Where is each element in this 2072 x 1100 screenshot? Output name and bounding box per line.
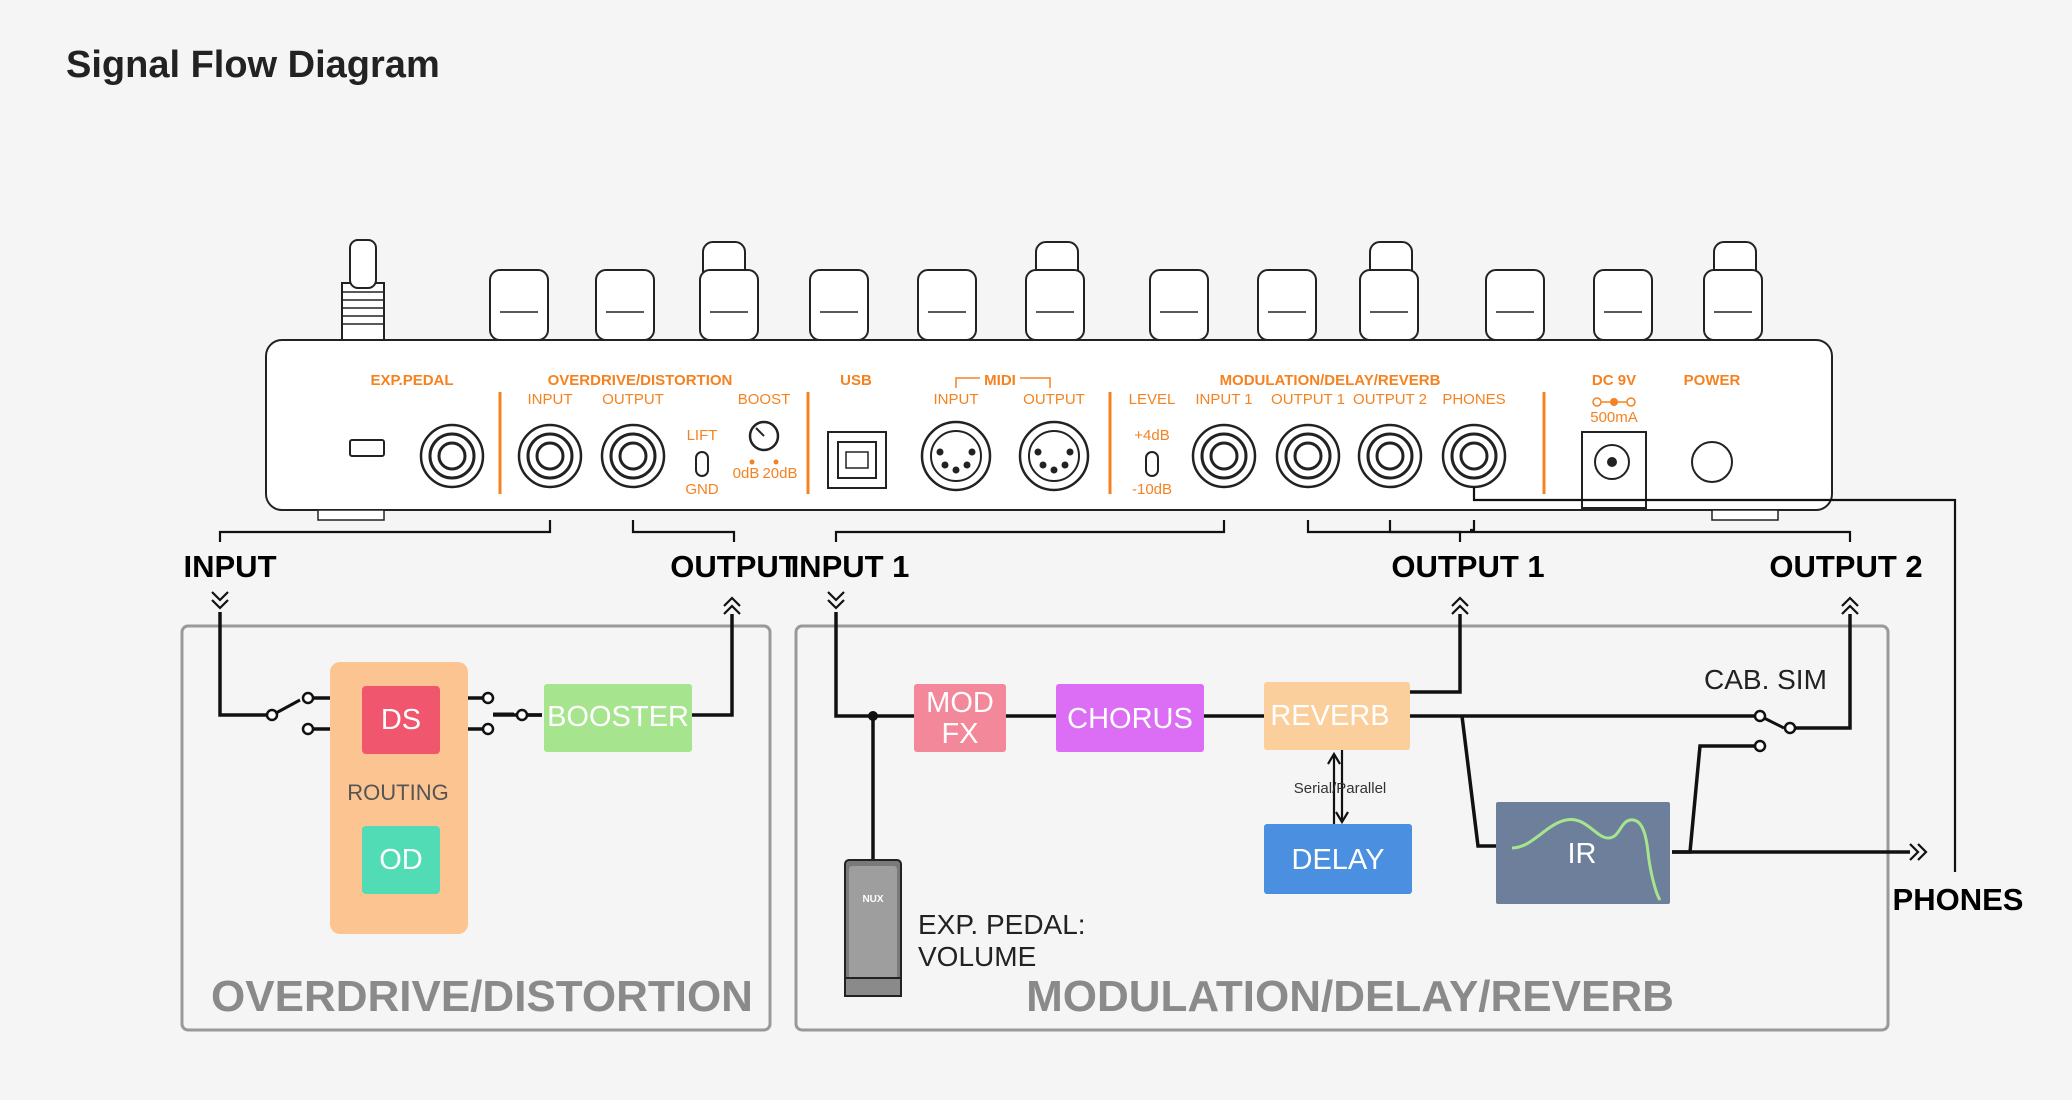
ds-label: DS	[381, 704, 421, 736]
panel-label-level-plus: +4dB	[1134, 427, 1169, 444]
panel-label-boost: BOOST	[738, 391, 791, 408]
lift-gnd-switch-icon	[695, 451, 709, 477]
mod-fx-block	[914, 684, 1006, 752]
panel-label-midi-input: INPUT	[934, 391, 979, 408]
chevron-up-icon	[1841, 596, 1859, 615]
reverb-label: REVERB	[1270, 700, 1389, 732]
panel-label-dc-current: 500mA	[1590, 409, 1638, 426]
port-label-output: OUTPUT	[670, 549, 798, 584]
knob-icon	[1025, 241, 1085, 341]
jack-exp-pedal-icon	[419, 423, 485, 489]
booster-block	[544, 684, 692, 752]
od-section-box	[180, 624, 772, 1032]
panel-label-midi: MIDI	[984, 372, 1016, 389]
jack-output2-icon	[1357, 423, 1423, 489]
panel-label-input1: INPUT 1	[1195, 391, 1252, 408]
dc-port-icon	[1581, 431, 1647, 509]
panel-label-phones: PHONES	[1442, 391, 1505, 408]
knob-icons	[489, 241, 1763, 341]
boost-knob-icon	[748, 420, 780, 465]
knob-icon	[1257, 269, 1317, 341]
od-label: OD	[379, 844, 423, 876]
chevron-down-icon	[827, 591, 845, 610]
knob-icon	[699, 241, 759, 341]
knob-icon	[1149, 269, 1209, 341]
panel-label-output2: OUTPUT 2	[1353, 391, 1427, 408]
routing-label: ROUTING	[347, 780, 448, 805]
nux-logo: NUX	[862, 894, 883, 905]
panel-label-od-input: INPUT	[528, 391, 573, 408]
chorus-block	[1056, 684, 1204, 752]
panel-label-level-minus: -10dB	[1132, 481, 1172, 498]
chorus-label: CHORUS	[1067, 703, 1193, 735]
exp-pedal-label-line2: VOLUME	[918, 941, 1036, 972]
panel-label-exp-pedal: EXP.PEDAL	[370, 372, 453, 389]
panel-label-gnd: GND	[685, 481, 719, 498]
page-title: Signal Flow Diagram	[66, 44, 440, 86]
panel-label-usb: USB	[840, 372, 872, 389]
pedal-illustration: EXP.PEDAL OVERDRIVE/DISTORTION INPUT OUT…	[265, 239, 1833, 521]
delay-label: DELAY	[1292, 844, 1385, 876]
panel-label-od-output: OUTPUT	[602, 391, 664, 408]
knob-icon	[809, 269, 869, 341]
reverb-block	[1264, 682, 1410, 750]
exp-pedal-label-line1: EXP. PEDAL:	[918, 909, 1086, 940]
panel-label-power: POWER	[1684, 372, 1741, 389]
panel-label-od-section: OVERDRIVE/DISTORTION	[548, 372, 733, 389]
mod-fx-label-line1: MOD	[926, 687, 994, 719]
panel-label-level: LEVEL	[1129, 391, 1176, 408]
ir-curve-icon	[1511, 818, 1662, 901]
jack-phones-icon	[1441, 423, 1507, 489]
panel-label-boost-20db: 20dB	[762, 465, 797, 482]
mdr-section-title: MODULATION/DELAY/REVERB	[1026, 972, 1674, 1021]
port-label-phones: PHONES	[1893, 882, 2024, 917]
knob-icon	[1485, 269, 1545, 341]
knob-icon	[917, 269, 977, 341]
midi-input-port-icon	[920, 420, 992, 492]
mod-fx-label-line2: FX	[941, 718, 978, 750]
ir-block: IR	[1496, 802, 1670, 904]
panel-label-lift: LIFT	[687, 427, 718, 444]
footswitch-icon	[341, 239, 385, 342]
chevron-up-icon	[723, 596, 741, 615]
od-block	[362, 826, 440, 894]
chevron-down-icon	[211, 591, 229, 610]
expression-pedal-icon: NUX	[844, 859, 902, 997]
booster-label: BOOSTER	[547, 701, 689, 733]
usb-port-icon	[827, 431, 887, 489]
port-label-output2: OUTPUT 2	[1769, 549, 1922, 584]
jack-od-output-icon	[600, 423, 666, 489]
panel-label-boost-0db: 0dB	[733, 465, 760, 482]
delay-block	[1264, 824, 1412, 894]
knob-icon	[595, 269, 655, 341]
switch-contacts	[265, 691, 1797, 753]
port-label-input1: INPUT 1	[791, 549, 910, 584]
panel-label-midi-output: OUTPUT	[1023, 391, 1085, 408]
panel-label-mdr-section: MODULATION/DELAY/REVERB	[1220, 372, 1441, 389]
midi-output-port-icon	[1018, 420, 1090, 492]
knob-icon	[489, 269, 549, 341]
port-label-input: INPUT	[184, 549, 277, 584]
mdr-section-box	[794, 624, 1890, 1032]
port-label-output1: OUTPUT 1	[1391, 549, 1544, 584]
chevron-up-icon	[1451, 596, 1469, 615]
signal-wires	[218, 487, 1957, 872]
knob-icon	[1359, 241, 1419, 341]
od-section-title: OVERDRIVE/DISTORTION	[211, 972, 753, 1021]
ds-block	[362, 686, 440, 754]
cab-sim-label: CAB. SIM	[1704, 664, 1827, 695]
ir-label: IR	[1568, 838, 1597, 870]
panel-label-output1: OUTPUT 1	[1271, 391, 1345, 408]
jack-output1-icon	[1275, 423, 1341, 489]
power-button-icon	[1691, 441, 1733, 483]
jack-od-input-icon	[517, 423, 583, 489]
serial-parallel-label: Serial/Parallel	[1294, 780, 1387, 797]
knob-icon	[1593, 269, 1653, 341]
chevron-right-icon	[1909, 843, 1928, 861]
jack-input1-icon	[1191, 423, 1257, 489]
panel-label-dc: DC 9V	[1592, 372, 1636, 389]
level-switch-icon	[1145, 451, 1159, 477]
knob-icon	[1703, 241, 1763, 341]
